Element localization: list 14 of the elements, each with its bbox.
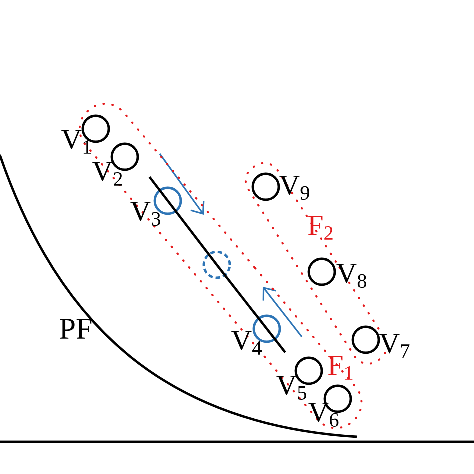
vertex-label: V$_{7}$ [380, 334, 410, 358]
vertex-label: V$_{2}$ [92, 162, 122, 186]
vertex-label: V$_{4}$ [232, 331, 262, 355]
group-label: F$_{2}$ [308, 216, 333, 240]
dashed-circle [202, 250, 232, 280]
line [216, 264, 286, 354]
vertex-label: V$_{8}$ [336, 264, 367, 288]
line [148, 176, 218, 266]
vertex-label: V$_{6}$ [308, 402, 339, 428]
curve-label: PF [60, 319, 92, 339]
vertex-label: V$_{5}$ [276, 376, 306, 400]
vertex-label: V$_{9}$ [280, 176, 310, 200]
vertex-label: V$_{3}$ [130, 202, 160, 226]
vertex-label: V$_{1}$ [62, 130, 92, 154]
